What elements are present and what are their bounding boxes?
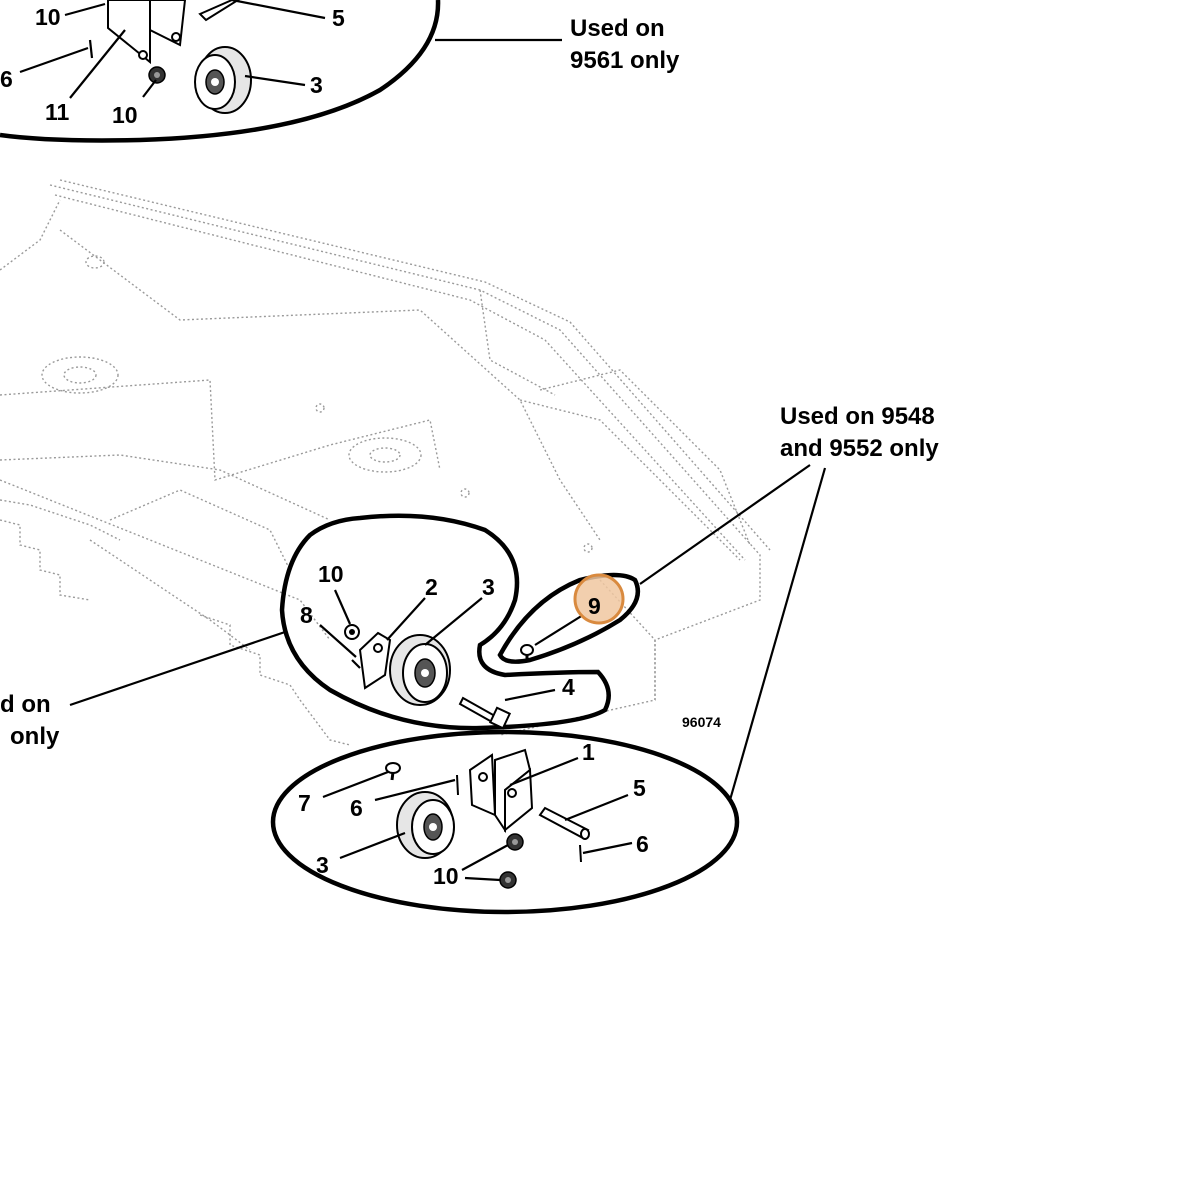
detail-ellipse-9561: Used on 9561 only 1: [0, 0, 680, 143]
callout-1-bottom: 1: [582, 739, 595, 765]
detail-ellipse-bottom: 1 5 7 6 6 3 10: [270, 729, 740, 915]
callout-11-top: 11: [45, 99, 70, 125]
bracket-part-top: [107, 0, 187, 65]
pin-part-top: [198, 0, 240, 22]
callout-3-bottom: 3: [316, 852, 329, 878]
nut-part-bottom-a: [506, 833, 524, 851]
mower-deck-background: [0, 179, 771, 746]
bracket-part-bottom: [468, 748, 534, 834]
callout-10-middle: 10: [318, 561, 344, 587]
note-left-line1: d on: [0, 691, 51, 718]
callout-8-middle: 8: [300, 602, 313, 628]
roller-part-top: [194, 46, 252, 114]
callout-10-top-a: 10: [35, 4, 61, 30]
callout-10-bottom: 10: [433, 863, 459, 889]
note-left-line2: only: [10, 723, 60, 750]
callout-5-top: 5: [332, 5, 345, 31]
cotter-pin-top: [88, 39, 94, 59]
nut-part-bottom-b: [499, 871, 517, 889]
pin-part-bottom: [538, 806, 590, 840]
callout-6-bottom-b: 6: [636, 831, 649, 857]
callout-3-middle: 3: [482, 574, 495, 600]
note-9561-line2: 9561 only: [570, 47, 680, 74]
screw-part-bottom: [385, 762, 401, 781]
callout-6-bottom-a: 6: [350, 795, 363, 821]
cotter-pin-bottom-left: [456, 774, 459, 796]
callout-4-middle: 4: [562, 674, 575, 700]
callout-10-top-b: 10: [112, 102, 138, 128]
callout-9-middle: 9: [588, 593, 601, 619]
callout-6-top: 6: [0, 66, 13, 92]
highlight-marker[interactable]: [573, 573, 625, 625]
nut-part-top: [148, 66, 166, 84]
note-9548-line2: and 9552 only: [780, 435, 939, 462]
note-9548-line1: Used on 9548: [780, 403, 935, 430]
bolt-part-middle: [458, 696, 512, 730]
nut-part-middle: [344, 624, 360, 640]
callout-7-bottom: 7: [298, 790, 311, 816]
drawing-number: 96074: [682, 714, 721, 730]
callout-5-bottom: 5: [633, 775, 646, 801]
roller-part-bottom: [396, 791, 455, 859]
detail-outline-middle: d on only 10 2: [0, 513, 611, 750]
callout-2-middle: 2: [425, 574, 438, 600]
cotter-pin-bottom-right: [579, 844, 582, 863]
callout-3-top: 3: [310, 72, 323, 98]
bracket-part-middle: [351, 631, 392, 690]
roller-part-middle: [389, 634, 451, 706]
detail-ellipse-part-9: 9: [497, 464, 811, 664]
screw-part-9: [520, 644, 534, 662]
note-9561-line1: Used on: [570, 15, 665, 42]
